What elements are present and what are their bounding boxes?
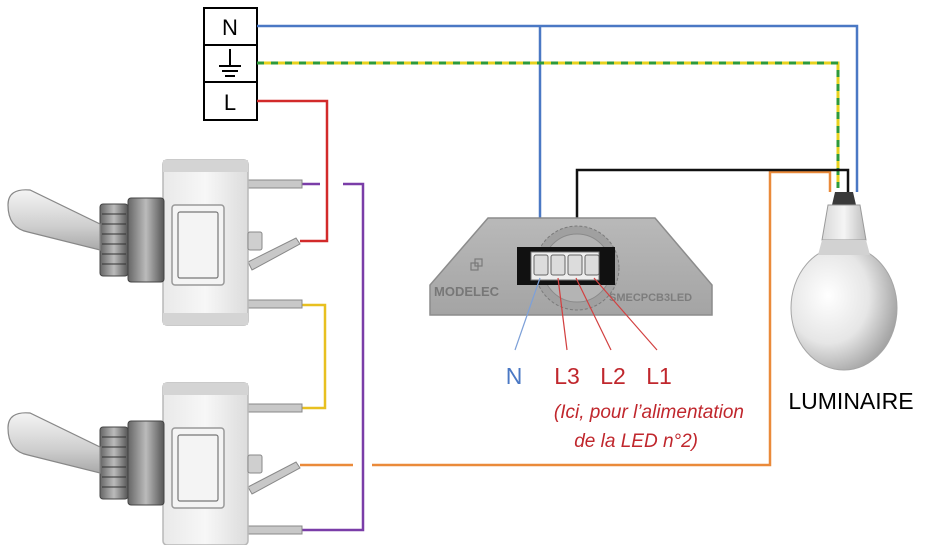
- pin-line-l1: [593, 277, 658, 351]
- toggle-switch-2: [7, 382, 303, 545]
- module-brand: MODELEC: [434, 284, 500, 299]
- bulb-icon: [790, 192, 898, 371]
- terminal-block: N L: [203, 7, 258, 121]
- pin-label-l3: L3: [554, 363, 580, 389]
- traveller-wire-2: [300, 303, 327, 410]
- note-line-2: de la LED n°2): [574, 431, 698, 452]
- ground-icon: [219, 49, 241, 77]
- pin-line-n: [514, 277, 541, 351]
- toggle-switch-1: [7, 159, 303, 326]
- note-line-1: (Ici, pour l’alimentation: [554, 402, 744, 423]
- pin-line-l2: [575, 277, 612, 351]
- module-output-wire: [575, 168, 850, 255]
- earth-wire: [257, 61, 840, 188]
- pin-label-l2: L2: [600, 363, 626, 389]
- neutral-wire: [257, 24, 859, 236]
- live-wire: [257, 99, 329, 243]
- terminal-l-label: L: [224, 90, 236, 115]
- traveller-wire-1: [300, 182, 365, 532]
- switched-line-wire: [300, 170, 832, 467]
- module-reference: SMECPCB3LED: [609, 292, 692, 304]
- module-logo-icon: [470, 258, 483, 271]
- terminal-n-label: N: [222, 15, 238, 40]
- led-module: MODELEC SMECPCB3LED: [429, 217, 713, 351]
- pin-label-n: N: [506, 363, 523, 389]
- pin-label-l1: L1: [646, 363, 672, 389]
- pin-line-l3: [557, 277, 568, 351]
- luminaire-label: LUMINAIRE: [788, 388, 913, 414]
